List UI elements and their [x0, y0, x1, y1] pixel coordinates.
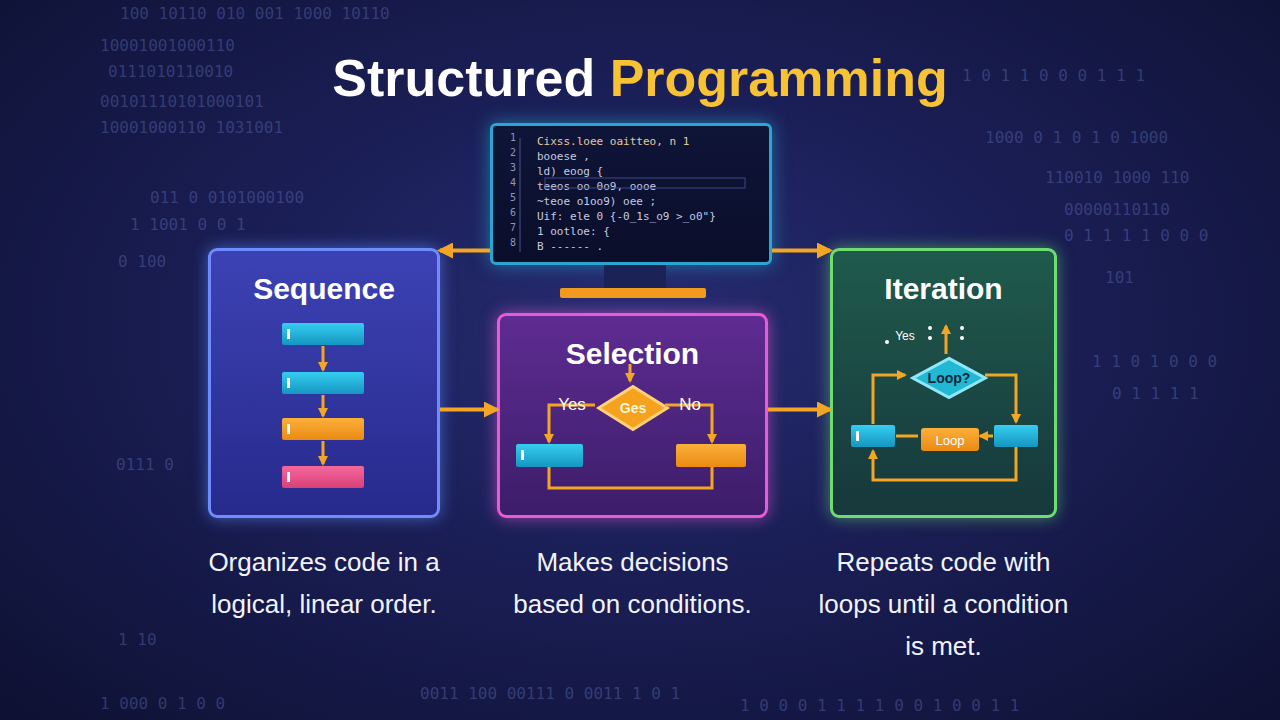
flow-arrow	[322, 441, 325, 464]
step-block	[282, 323, 364, 345]
box-caption: Repeats code with loops until a conditio…	[813, 541, 1075, 667]
code-line: teeos oo 0o9, oooe	[537, 180, 656, 193]
decision-diamond: Loop?	[912, 358, 986, 398]
branch-block	[516, 444, 583, 467]
binary-watermark: 00000110110	[1064, 200, 1170, 219]
binary-watermark: 0 1 1 1 1 0 0 0	[1064, 226, 1209, 245]
flow-arrow	[665, 405, 712, 442]
loop-arrow	[873, 375, 905, 424]
binary-watermark: 1000 0 1 0 1 0 1000	[985, 128, 1168, 147]
binary-watermark: 0 1 1 1 1	[1112, 384, 1199, 403]
code-line: B ------ .	[537, 240, 603, 253]
binary-watermark: 100 10110 010 001 1000 10110	[120, 4, 390, 23]
decision-diamond: Ges	[598, 386, 668, 430]
loop-arrow	[985, 375, 1016, 422]
code-line: Cixss.loee oaitteo, n 1	[537, 135, 689, 148]
binary-watermark: 00101110101000101	[100, 92, 264, 111]
branch-block	[676, 444, 746, 467]
code-highlight	[545, 178, 745, 188]
binary-watermark: 1 1001 0 0 1	[130, 215, 246, 234]
dot	[960, 326, 964, 330]
binary-watermark: 011 0 0101000100	[150, 188, 304, 207]
step-block	[282, 418, 364, 440]
box-heading: Selection	[500, 336, 765, 372]
process-text: Loop	[921, 432, 979, 447]
block-mark	[287, 329, 290, 339]
binary-watermark: 1 0 1 1 0 0 0 1 1 1	[962, 66, 1145, 85]
binary-watermark: 1 000 0 1 0 0	[100, 694, 225, 713]
process-box: Loop	[921, 428, 979, 451]
step-block	[282, 372, 364, 394]
flow-arrow	[322, 395, 325, 416]
dot	[885, 340, 889, 344]
block-mark	[521, 450, 524, 460]
monitor-neck	[604, 265, 666, 289]
loop-line	[896, 435, 918, 438]
code-line: ld) eoog {	[537, 165, 603, 178]
monitor-base	[560, 288, 706, 298]
code-line: booese ,	[537, 150, 590, 163]
merge-line	[549, 467, 712, 488]
flow-arrow	[945, 326, 948, 354]
binary-watermark: 0011 100 00111 0 0011 1 0 1	[420, 684, 680, 703]
binary-watermark: 1 10	[118, 630, 157, 649]
binary-watermark: 0111010110010	[108, 62, 233, 81]
binary-watermark: 10001000110 1031001	[100, 118, 283, 137]
gutter-line	[520, 138, 521, 252]
loop-block	[994, 425, 1038, 447]
box-caption: Organizes code in a logical, linear orde…	[178, 541, 470, 625]
flow-connector	[772, 249, 830, 253]
binary-watermark: 0111 0	[116, 455, 174, 474]
flow-connector	[440, 408, 497, 412]
flow-arrow	[549, 405, 595, 442]
flow-arrow	[322, 346, 325, 370]
box-heading: Iteration	[833, 271, 1054, 307]
selection-box: SelectionMakes decisions based on condit…	[497, 313, 768, 518]
title: Structured Programming	[332, 46, 947, 110]
block-mark	[856, 431, 859, 441]
diamond-outline	[913, 358, 986, 397]
code-line: 1 ootloe: {	[537, 225, 610, 238]
binary-watermark: 101	[1105, 268, 1134, 287]
box-heading: Sequence	[211, 271, 437, 307]
step-block	[282, 466, 364, 488]
binary-watermark: 1 1 0 1 0 0 0	[1092, 352, 1217, 371]
flow-connector	[768, 408, 830, 412]
sequence-box: SequenceOrganizes code in a logical, lin…	[208, 248, 440, 518]
block-mark	[287, 472, 290, 482]
loop-block	[851, 425, 895, 447]
diamond-outline	[599, 386, 668, 429]
diamond-text: Loop?	[912, 370, 986, 386]
code-monitor: Cixss.loee oaitteo, n 1 booese , ld) eoog …	[490, 123, 772, 265]
iteration-box: IterationRepeats code with loops until a…	[830, 248, 1057, 518]
loop-arrow	[873, 447, 1016, 480]
diamond-text: Ges	[598, 400, 668, 416]
block-mark	[287, 424, 290, 434]
dot	[928, 336, 932, 340]
binary-watermark: 1 0 0 0 1 1 1 1 0 0 1 0 0 1 1	[740, 696, 1019, 715]
flow-arrow	[629, 364, 632, 381]
flow-connector	[440, 249, 490, 253]
dot	[928, 326, 932, 330]
box-caption: Makes decisions based on conditions.	[508, 541, 758, 625]
code-line: Uif: ele 0 {-0_1s_o9 >_o0"}	[537, 210, 716, 223]
binary-watermark: 0 100	[118, 252, 166, 271]
binary-watermark: 110010 1000 110	[1045, 168, 1190, 187]
loop-arrow	[980, 435, 993, 438]
binary-watermark: 10001001000110	[100, 36, 235, 55]
block-mark	[287, 378, 290, 388]
dot	[960, 336, 964, 340]
code-line: ~teoe o1oo9) oee ;	[537, 195, 656, 208]
